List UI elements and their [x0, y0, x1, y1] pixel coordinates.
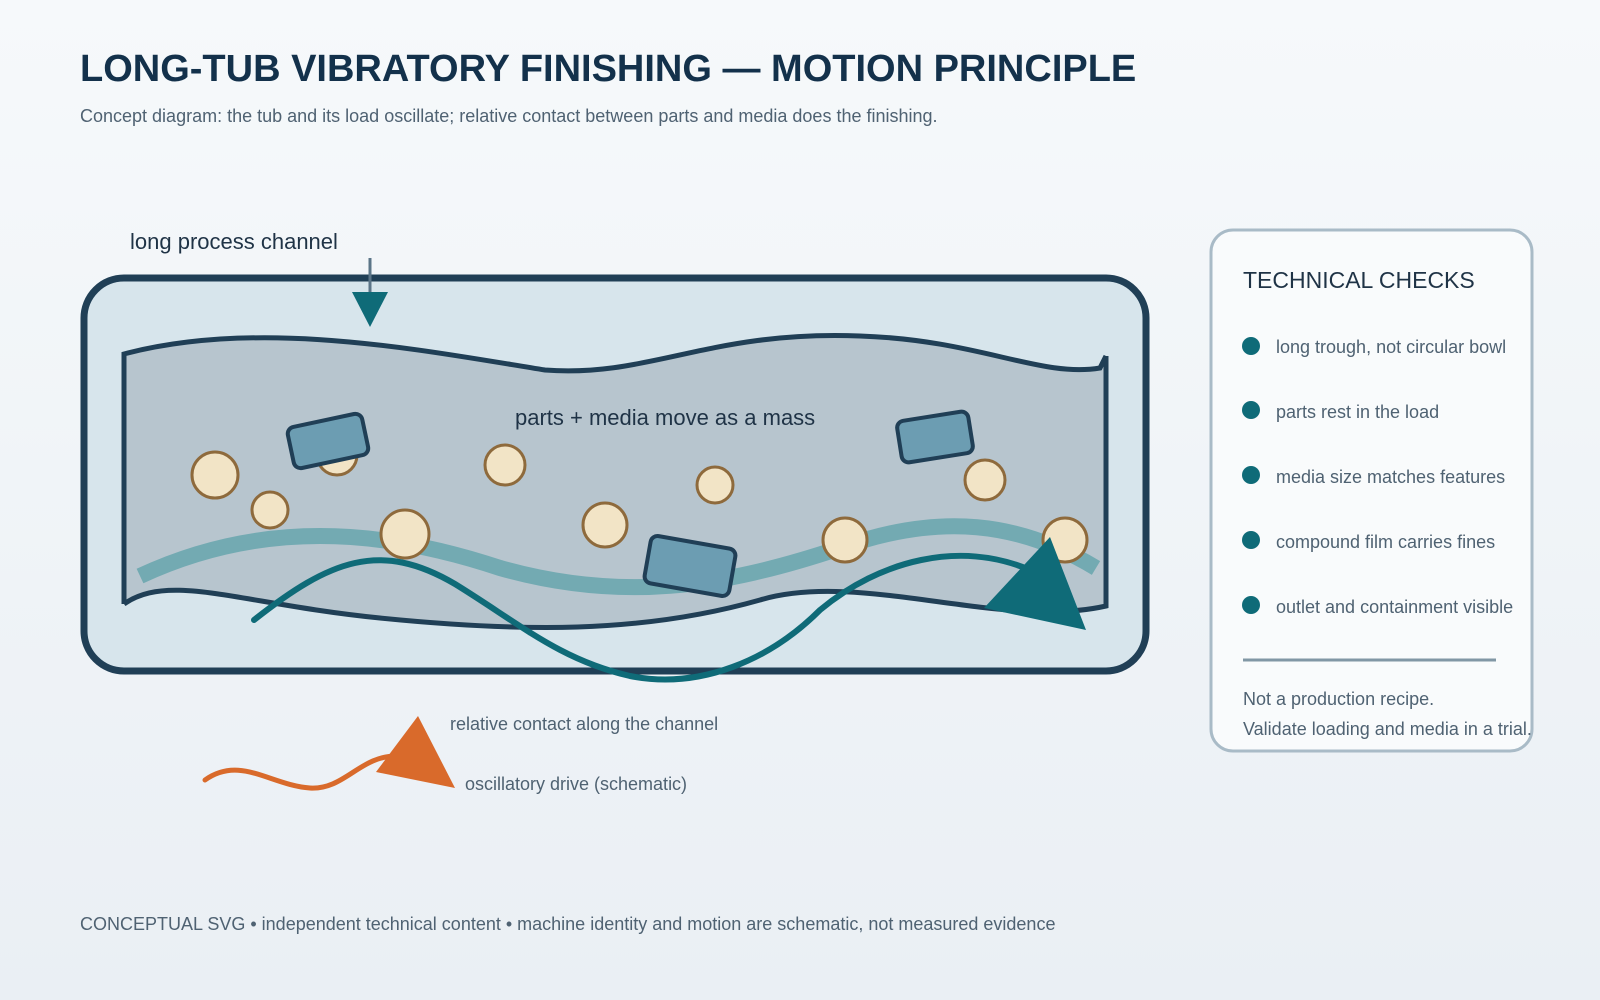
callout-arrowhead — [352, 292, 388, 327]
oscillatory-drive-wave — [202, 753, 401, 791]
mass-label: parts + media move as a mass — [515, 405, 815, 430]
channel-callout-label: long process channel — [130, 229, 338, 254]
legend-oscillatory-drive: oscillatory drive (schematic) — [465, 774, 687, 794]
check-bullet-icon — [1242, 337, 1260, 355]
page-subtitle: Concept diagram: the tub and its load os… — [80, 106, 938, 126]
parts — [285, 409, 975, 598]
check-bullet-icon — [1242, 466, 1260, 484]
checks-list: long trough, not circular bowl parts res… — [1242, 337, 1513, 617]
media-pellet — [963, 458, 1007, 502]
part — [285, 411, 371, 471]
check-item: compound film carries fines — [1276, 532, 1495, 552]
checks-note-line-1: Not a production recipe. — [1243, 689, 1434, 709]
trough-floor — [122, 356, 1109, 631]
motion-arrowhead — [984, 537, 1086, 630]
drive-arrowhead — [376, 716, 455, 788]
legend-relative-contact: relative contact along the channel — [450, 714, 718, 734]
page-title: LONG-TUB VIBRATORY FINISHING — MOTION PR… — [80, 48, 1136, 90]
check-item: media size matches features — [1276, 467, 1505, 487]
media-pellet — [483, 443, 527, 487]
check-bullet-icon — [1242, 531, 1260, 549]
check-bullet-icon — [1242, 401, 1260, 419]
media-pellet — [250, 490, 290, 530]
footer-note: CONCEPTUAL SVG • independent technical c… — [80, 914, 1055, 934]
checks-title: TECHNICAL CHECKS — [1243, 267, 1475, 293]
media-pellet — [695, 465, 735, 505]
load-top-surface — [121, 332, 1109, 604]
technical-checks-panel — [1209, 228, 1534, 753]
part — [895, 409, 975, 465]
check-item: parts rest in the load — [1276, 402, 1439, 422]
media-pellet — [821, 516, 869, 564]
media-pellet — [379, 508, 431, 560]
part — [642, 534, 738, 598]
media-pellet — [581, 501, 629, 549]
check-item: outlet and containment visible — [1276, 597, 1513, 617]
check-bullet-icon — [1242, 596, 1260, 614]
motion-wave — [251, 552, 1033, 683]
check-item: long trough, not circular bowl — [1276, 337, 1506, 357]
checks-note-line-2: Validate loading and media in a trial. — [1243, 719, 1532, 739]
relative-contact-band — [136, 518, 1101, 596]
media-pellet — [190, 450, 240, 500]
